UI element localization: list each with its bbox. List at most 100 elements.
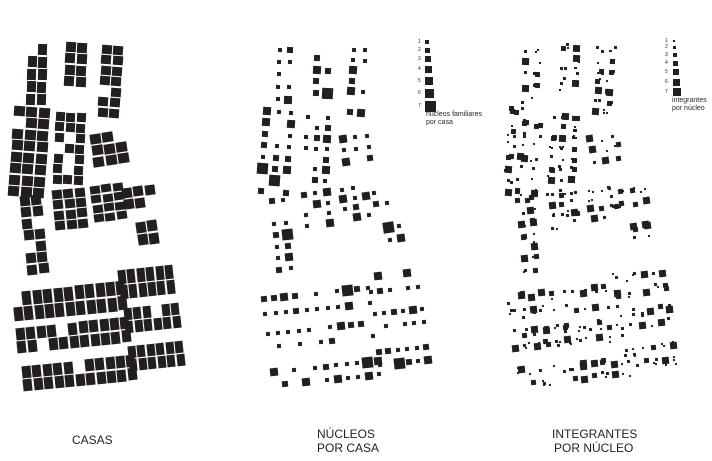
nucleos-marker [275,97,280,102]
legend-value-1: 1 [418,39,421,45]
nucleos-marker [287,133,292,138]
nucleos-marker [338,194,348,204]
nucleos-marker [321,165,330,175]
nucleos-marker [307,327,312,332]
nucleos-marker [276,72,281,77]
integrantes-marker [561,46,567,52]
nucleos-marker [276,84,281,90]
legend-value-2: 2 [418,47,421,53]
integrantes-marker [521,107,525,111]
house-lot [176,354,186,367]
house-lot [146,219,159,233]
house-lot [123,307,133,321]
house-lot [84,283,95,299]
house-lot [10,151,23,163]
house-lot [109,97,121,108]
integrantes-marker [551,226,555,230]
integrantes-marker [570,180,573,183]
house-lot [20,206,32,218]
integrantes-marker [533,232,536,235]
house-lot [92,204,104,214]
nucleos-marker [284,242,292,249]
house-lot [112,55,124,66]
nucleos-marker [390,308,398,316]
integrantes-marker [524,327,529,331]
integrantes-marker [560,115,564,119]
house-lot [74,154,84,165]
house-lot [25,117,37,129]
integrantes-marker [521,211,526,215]
integrantes-marker [609,336,612,339]
house-lot [46,324,57,338]
house-lot [31,364,43,378]
house-lot [96,298,107,314]
house-lot [104,154,118,166]
integrantes-marker [615,293,621,300]
integrantes-marker [608,340,611,343]
house-lot [90,194,102,205]
integrantes-marker [615,155,622,162]
nucleos-marker [387,288,392,293]
house-lot [65,41,77,53]
integrantes-marker [530,177,533,180]
nucleos-marker [345,375,351,380]
integrantes-marker [594,86,603,95]
integrantes-marker [553,327,557,330]
integrantes-marker [654,357,659,362]
house-lot [157,356,167,369]
integrantes-marker [523,307,527,311]
legend-nucleos-label-1: núcleos familiares [426,111,483,118]
integrantes-marker [573,308,580,314]
nucleos-marker [361,191,371,201]
house-lot [37,118,50,130]
integrantes-marker [672,359,676,362]
house-lot [164,264,174,280]
nucleos-marker [313,291,318,296]
nucleos-marker [375,348,383,356]
integrantes-marker [514,197,521,204]
integrantes-marker [628,322,633,327]
integrantes-marker [532,267,539,273]
integrantes-marker [567,210,570,213]
integrantes-marker [553,364,556,367]
nucleos-marker [323,134,332,143]
nucleos-marker [282,381,289,388]
integrantes-marker [621,327,625,331]
integrantes-marker [533,342,542,351]
house-lot [27,56,37,68]
house-lot [26,264,38,276]
legend-value-3: 3 [665,52,668,58]
nucleos-marker [315,306,320,312]
house-lot [76,123,86,133]
nucleos-marker [385,347,392,355]
integrantes-marker [614,276,619,280]
panel-casas-map [0,0,240,420]
nucleos-marker [286,145,292,150]
house-lot [103,202,115,212]
house-lot [55,111,66,122]
house-lot [36,94,46,106]
nucleos-marker [337,134,348,144]
integrantes-marker [620,314,623,317]
nucleos-marker [324,146,329,152]
integrantes-marker [530,242,539,251]
nucleos-marker [411,321,417,326]
nucleos-marker [358,320,365,328]
integrantes-marker [560,212,565,217]
integrantes-marker [553,115,557,120]
integrantes-marker [548,383,552,386]
integrantes-marker [625,348,629,352]
integrantes-marker [591,304,600,312]
house-lot [128,284,138,299]
integrantes-marker [533,254,539,260]
house-lot [25,326,37,340]
nucleos-marker [371,190,377,196]
house-lot [121,187,133,199]
nucleos-marker [366,144,372,150]
nucleos-marker [356,374,361,379]
legend-square-5 [673,69,679,75]
house-lot [118,285,129,300]
house-lot [23,140,36,152]
integrantes-marker [549,146,552,149]
nucleos-marker [283,220,289,225]
